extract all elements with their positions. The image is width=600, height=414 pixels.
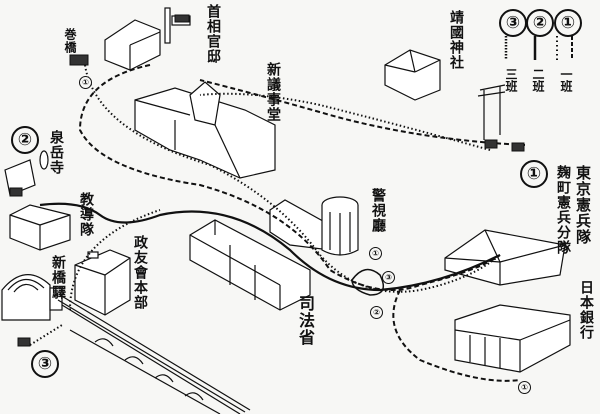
legend-label-2: 二班 — [531, 68, 545, 92]
yasukuni-shrine — [384, 49, 506, 140]
marker-group2: ② — [11, 126, 39, 154]
legend-label-3: 三班 — [504, 68, 518, 92]
marker-car: ① — [79, 76, 92, 89]
label-police: 警視廳 — [370, 188, 386, 233]
seiyukai-building — [74, 249, 131, 316]
label-sengakuji: 泉岳寺 — [48, 130, 64, 175]
justice-ministry-building — [189, 219, 311, 311]
railway-viaduct — [57, 294, 251, 414]
police-hq-building — [269, 196, 359, 256]
label-justice: 司法省 — [296, 295, 315, 346]
marker-boj-1: ① — [518, 381, 531, 394]
kempeitai-building — [444, 229, 566, 286]
label-seiyukai: 政友會本部 — [132, 235, 148, 310]
legend-marker-2: ② — [526, 9, 554, 37]
label-diet: 新議事堂 — [265, 62, 281, 122]
marker-police-3: ③ — [382, 271, 395, 284]
legend-marker-3: ③ — [499, 9, 527, 37]
label-kyodotai: 教導隊 — [78, 192, 94, 237]
car-icons — [9, 14, 525, 347]
route-group1 — [78, 64, 526, 382]
boj-building — [454, 304, 571, 373]
marker-group1: ① — [520, 160, 548, 188]
label-boj: 日本銀行 — [578, 280, 594, 340]
label-shinbashi: 新橋驛 — [50, 255, 66, 300]
marker-police-2: ② — [370, 306, 383, 319]
marker-police-1: ① — [369, 247, 382, 260]
route-group2 — [39, 202, 501, 292]
kyodotai-building — [9, 204, 71, 251]
label-yasukuni: 靖國神社 — [448, 10, 464, 70]
label-kojimachi: 麹町憲兵分隊 — [555, 165, 571, 255]
diet-building — [134, 81, 276, 179]
sengakuji-temple — [4, 150, 49, 196]
label-kempeitai: 東京憲兵隊 — [574, 165, 592, 245]
legend-label-1: 一班 — [559, 68, 573, 92]
shinbashi-station — [1, 274, 63, 321]
legend-marker-1: ① — [554, 9, 582, 37]
label-pm-residence: 首相官邸 — [205, 4, 221, 64]
label-bridge: 巻橋 — [63, 28, 77, 54]
marker-group3: ③ — [31, 350, 59, 378]
